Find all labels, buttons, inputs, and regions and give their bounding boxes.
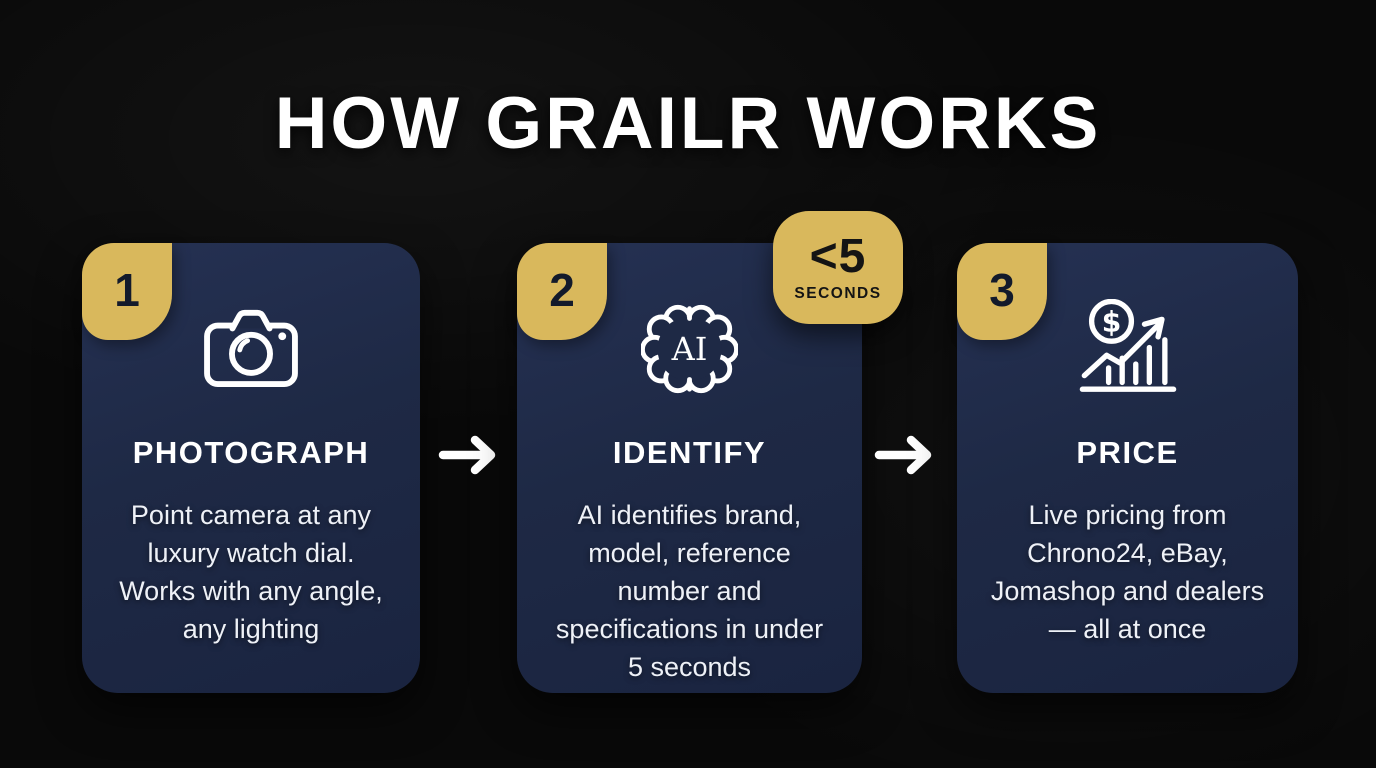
step-number: 1 bbox=[114, 263, 140, 316]
step-title: IDENTIFY bbox=[612, 435, 767, 470]
step-icon-wrap bbox=[82, 297, 420, 397]
page-title: HOW GRAILR WORKS bbox=[274, 83, 1102, 164]
step-number: 3 bbox=[989, 263, 1015, 316]
seconds-badge: <5 SECONDS bbox=[773, 211, 903, 324]
seconds-unit: SECONDS bbox=[794, 284, 882, 302]
step-title: PHOTOGRAPH bbox=[132, 435, 370, 470]
step-card-photograph: 1 PHOTOGRAPH Point camera at any luxury … bbox=[82, 243, 420, 693]
price-chart-icon: $ bbox=[1079, 298, 1176, 392]
step-number: 2 bbox=[549, 263, 575, 316]
right-arrow-icon bbox=[438, 433, 502, 477]
dollar-icon-label: $ bbox=[1101, 305, 1121, 338]
camera-icon bbox=[204, 309, 298, 388]
step-number-badge: 3 bbox=[957, 243, 1047, 340]
seconds-value: <5 bbox=[809, 229, 867, 283]
step-number-badge: 1 bbox=[82, 243, 172, 340]
step-card-price: 3 $ PRICE Live pricing from Chrono24, eB… bbox=[957, 243, 1298, 693]
step-title: PRICE bbox=[1076, 435, 1179, 470]
right-arrow-icon bbox=[874, 433, 938, 477]
step-description: Live pricing from Chrono24, eBay, Jomash… bbox=[990, 500, 1265, 644]
step-icon-wrap: $ bbox=[957, 297, 1298, 397]
ai-brain-icon: AI bbox=[641, 304, 738, 393]
step-icon-wrap: AI bbox=[517, 297, 862, 397]
step-number-badge: 2 bbox=[517, 243, 607, 340]
ai-icon-label: AI bbox=[671, 330, 708, 368]
step-description: Point camera at any luxury watch dial. W… bbox=[119, 500, 383, 644]
step-description: AI identifies brand, model, reference nu… bbox=[555, 500, 824, 682]
